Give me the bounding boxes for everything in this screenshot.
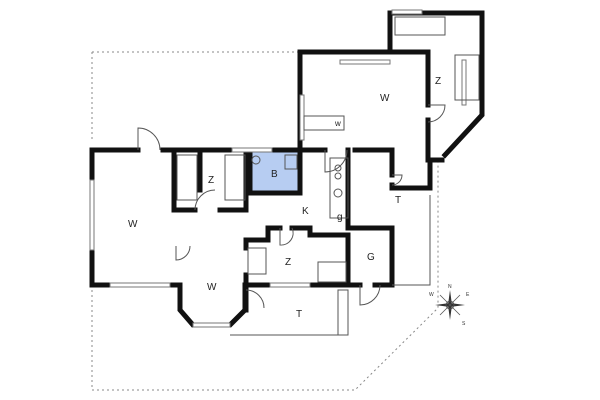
room-label-utility-w: w xyxy=(334,119,341,128)
room-label-garage: G xyxy=(367,252,375,263)
compass-s: S xyxy=(462,321,466,327)
room-label-utility-g: g xyxy=(337,212,343,223)
compass-n: N xyxy=(448,284,452,290)
compass-w: W xyxy=(429,292,434,298)
interior-details xyxy=(89,9,480,336)
room-label-kitchen: K xyxy=(302,206,309,217)
room-label-bedroom-top: Z xyxy=(435,76,441,87)
room-label-terrace-east: T xyxy=(395,195,401,206)
room-label-living-south: W xyxy=(207,282,217,293)
room-label-bedroom-south: Z xyxy=(285,257,291,268)
room-label-living-west: W xyxy=(128,219,138,230)
room-label-bathroom: B xyxy=(271,169,278,180)
compass-e: E xyxy=(466,292,470,298)
room-label-terrace-south: T xyxy=(296,309,302,320)
compass-rose-icon: N S E W xyxy=(429,284,470,327)
plot-boundary xyxy=(91,51,439,391)
room-label-bedroom-middle: Z xyxy=(208,175,214,186)
room-label-living-north: W xyxy=(380,93,390,104)
